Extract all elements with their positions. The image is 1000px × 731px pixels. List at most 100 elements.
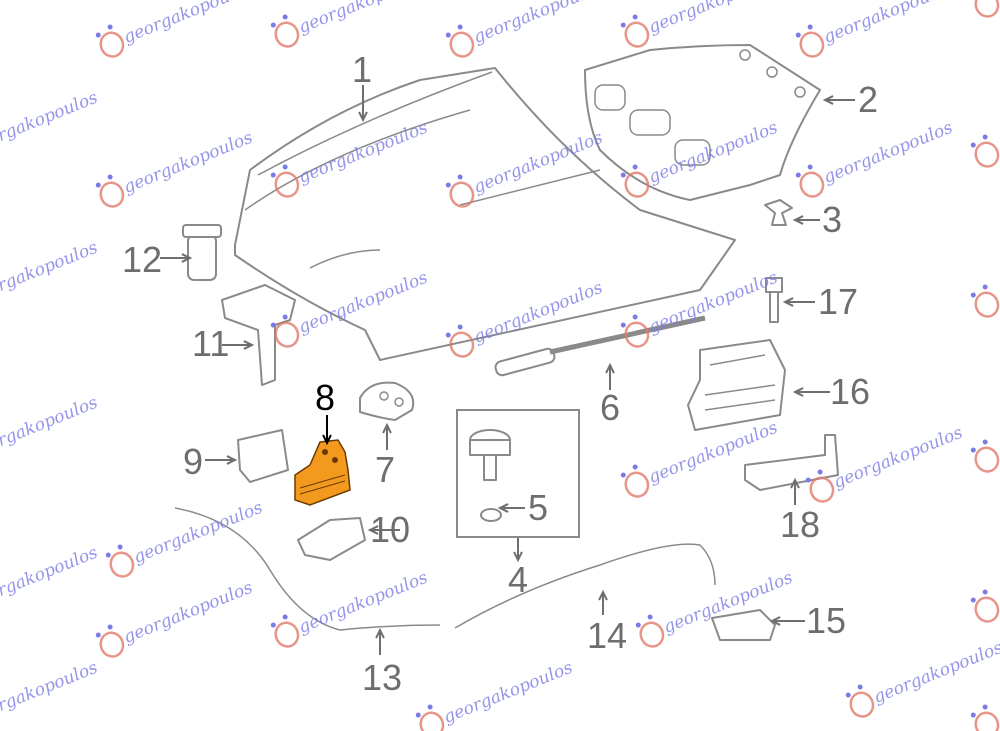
watermark-text: georgakopoulos	[0, 88, 101, 158]
watermark-logo-icon	[970, 589, 1000, 623]
watermark-text: georgakopoulos	[441, 658, 576, 728]
part-label-15[interactable]: 15	[806, 600, 846, 641]
watermark: georgakopoulos	[0, 543, 101, 613]
watermark-text: georgakopoulos	[131, 498, 266, 568]
part-label-2[interactable]: 2	[858, 79, 878, 120]
watermark-logo-icon	[620, 314, 650, 348]
watermark-logo-icon	[845, 684, 875, 718]
part-label-10[interactable]: 10	[370, 509, 410, 550]
watermark: georgakopoulos	[0, 658, 101, 728]
part-label-1[interactable]: 1	[352, 49, 372, 90]
watermark: georgakopoulos	[795, 0, 956, 58]
watermark-logo-icon	[620, 464, 650, 498]
watermark-logo-icon	[974, 0, 1000, 18]
callout-arrow-13	[375, 627, 385, 655]
part-10-cover[interactable]	[297, 517, 366, 561]
part-label-12[interactable]: 12	[122, 239, 162, 280]
watermark-logo-icon	[970, 704, 1000, 731]
watermark-text: georgakopoulos	[831, 423, 966, 493]
callout-arrow-8	[322, 415, 332, 446]
watermark-logo-icon	[620, 164, 650, 198]
part-label-13[interactable]: 13	[362, 657, 402, 698]
callout-arrow-16	[792, 387, 830, 397]
watermark-text: georgakopoulos	[0, 543, 101, 613]
part-6-gas-strut[interactable]	[494, 315, 706, 377]
part-label-6[interactable]: 6	[600, 387, 620, 428]
watermark-text: georgakopoulos	[121, 128, 256, 198]
part-13-cable[interactable]	[174, 507, 441, 631]
watermark-logo-icon	[105, 544, 135, 578]
watermark-logo-icon	[635, 614, 665, 648]
part-3-clip[interactable]	[764, 199, 793, 226]
watermark-logo-icon	[270, 164, 300, 198]
watermark-text: georgakopoulos	[0, 238, 101, 308]
part-2-hood-insulator[interactable]	[584, 44, 821, 201]
watermark: georgakopoulos	[620, 0, 781, 48]
part-label-9[interactable]: 9	[183, 441, 203, 482]
callout-arrow-4	[513, 538, 523, 563]
part-label-17[interactable]: 17	[818, 281, 858, 322]
watermark-logo-icon	[970, 284, 1000, 318]
part-4-adjuster-kit[interactable]	[456, 409, 580, 538]
part-12-bumper[interactable]	[182, 224, 222, 281]
watermark-text: georgakopoulos	[821, 0, 956, 48]
watermark: georgakopoulos	[970, 543, 1000, 623]
callout-arrow-11	[222, 340, 255, 350]
watermark: georgakopoulos	[445, 0, 606, 58]
watermark: georgakopoulos	[415, 658, 576, 731]
part-5-nut	[480, 508, 502, 522]
part-7-cap[interactable]	[359, 381, 415, 421]
watermark-logo-icon	[795, 24, 825, 58]
watermark-logo-icon	[445, 324, 475, 358]
callout-arrow-12	[160, 253, 193, 263]
watermark: georgakopoulos	[0, 393, 101, 463]
watermark-logo-icon	[970, 134, 1000, 168]
watermark: georgakopoulos	[95, 578, 256, 658]
watermark: georgakopoulos	[795, 118, 956, 198]
callout-arrow-15	[769, 616, 805, 626]
watermark: georgakopoulos	[974, 0, 1000, 18]
part-label-5[interactable]: 5	[528, 487, 548, 528]
watermark-text: georgakopoulos	[0, 0, 101, 8]
watermark-logo-icon	[95, 174, 125, 208]
part-label-7[interactable]: 7	[375, 449, 395, 490]
watermark: georgakopoulos	[845, 638, 1000, 718]
part-11-bracket[interactable]	[221, 284, 296, 386]
callout-arrow-5	[497, 503, 525, 513]
watermark: georgakopoulos	[970, 393, 1000, 473]
callout-arrow-14	[598, 589, 608, 615]
watermark-logo-icon	[270, 314, 300, 348]
watermark: georgakopoulos	[270, 0, 431, 48]
part-label-14[interactable]: 14	[587, 615, 627, 656]
watermark: georgakopoulos	[970, 88, 1000, 168]
watermark-logo-icon	[95, 624, 125, 658]
watermark-logo-icon	[620, 14, 650, 48]
watermark: georgakopoulos	[635, 568, 796, 648]
part-18-support[interactable]	[744, 434, 839, 491]
callout-arrow-10	[367, 525, 400, 535]
part-1-hood[interactable]	[234, 67, 736, 361]
part-17-bolt[interactable]	[765, 277, 783, 323]
watermark: georgakopoulos	[95, 0, 256, 58]
part-14-cable[interactable]	[454, 543, 716, 629]
part-9-bracket[interactable]	[237, 429, 289, 483]
watermark: georgakopoulos	[0, 88, 101, 158]
part-8-lock-bracket[interactable]	[294, 439, 351, 506]
watermark-logo-icon	[270, 614, 300, 648]
watermark-text: georgakopoulos	[121, 0, 256, 48]
callout-arrow-18	[790, 477, 800, 505]
callout-arrow-1	[358, 85, 368, 123]
callout-arrow-3	[792, 215, 820, 225]
part-16-hood-latch[interactable]	[687, 339, 786, 431]
part-label-3[interactable]: 3	[822, 199, 842, 240]
part-label-11[interactable]: 11	[192, 323, 229, 364]
part-label-8[interactable]: 8	[315, 377, 335, 418]
part-label-4[interactable]: 4	[508, 559, 528, 600]
watermark-text: georgakopoulos	[646, 0, 781, 38]
part-15-release-handle[interactable]	[711, 609, 776, 641]
part-label-18[interactable]: 18	[780, 504, 820, 545]
watermark: georgakopoulos	[105, 498, 266, 578]
part-label-16[interactable]: 16	[830, 371, 870, 412]
watermark-text: georgakopoulos	[471, 0, 606, 48]
